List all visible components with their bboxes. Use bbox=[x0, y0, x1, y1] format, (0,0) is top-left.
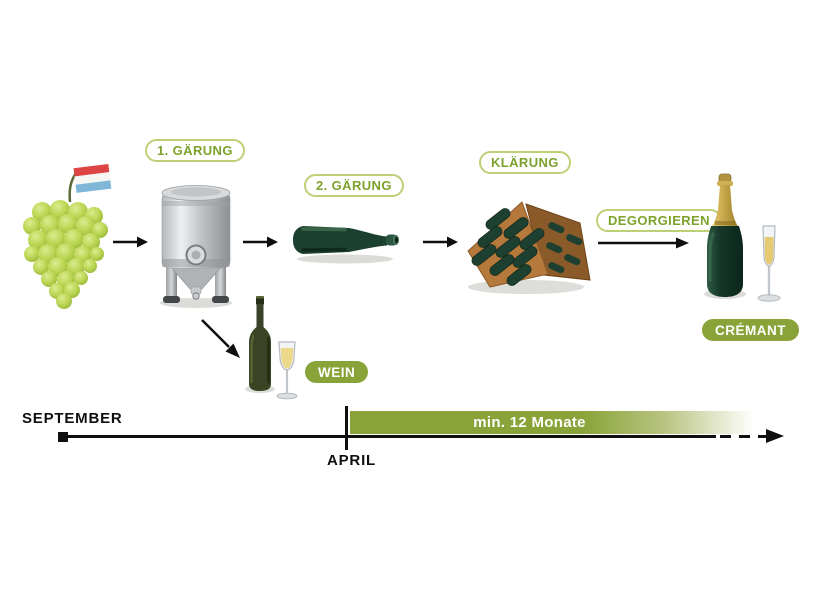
label-cremant: CRÉMANT bbox=[702, 319, 799, 341]
arrow-right-icon bbox=[423, 236, 458, 248]
wine-bottle-illustration bbox=[245, 296, 275, 393]
champagne-flute-illustration bbox=[757, 225, 781, 302]
timeline-duration-label: min. 12 Monate bbox=[473, 414, 586, 431]
timeline-april-tick bbox=[345, 406, 348, 450]
arrow-right-icon bbox=[598, 237, 689, 249]
timeline-dashed-line bbox=[720, 435, 768, 438]
label-clarification: KLÄRUNG bbox=[479, 151, 571, 174]
label-fermentation-2: 2. GÄRUNG bbox=[304, 174, 404, 197]
lying-bottle-illustration bbox=[293, 226, 399, 264]
arrow-right-icon bbox=[113, 236, 148, 248]
timeline-start-label: SEPTEMBER bbox=[22, 410, 123, 427]
champagne-bottle-illustration bbox=[704, 173, 746, 299]
grapes-illustration bbox=[23, 163, 112, 309]
timeline-axis-line bbox=[63, 435, 716, 438]
grape-bunch bbox=[23, 200, 108, 309]
riddling-rack-illustration bbox=[467, 201, 591, 294]
fermentation-tank-illustration bbox=[160, 185, 232, 308]
wine-glass-illustration bbox=[276, 341, 298, 400]
timeline-duration-bar: min. 12 Monate bbox=[350, 411, 771, 434]
arrow-down-right-icon bbox=[201, 319, 240, 358]
luxembourg-flag-icon bbox=[68, 163, 112, 203]
arrow-right-icon bbox=[243, 236, 278, 248]
timeline-april-label: APRIL bbox=[327, 452, 376, 469]
label-wine: WEIN bbox=[305, 361, 369, 383]
label-disgorging: DEGORGIEREN bbox=[596, 209, 722, 232]
label-fermentation-1: 1. GÄRUNG bbox=[145, 139, 245, 162]
timeline-arrowhead-icon bbox=[766, 429, 784, 443]
